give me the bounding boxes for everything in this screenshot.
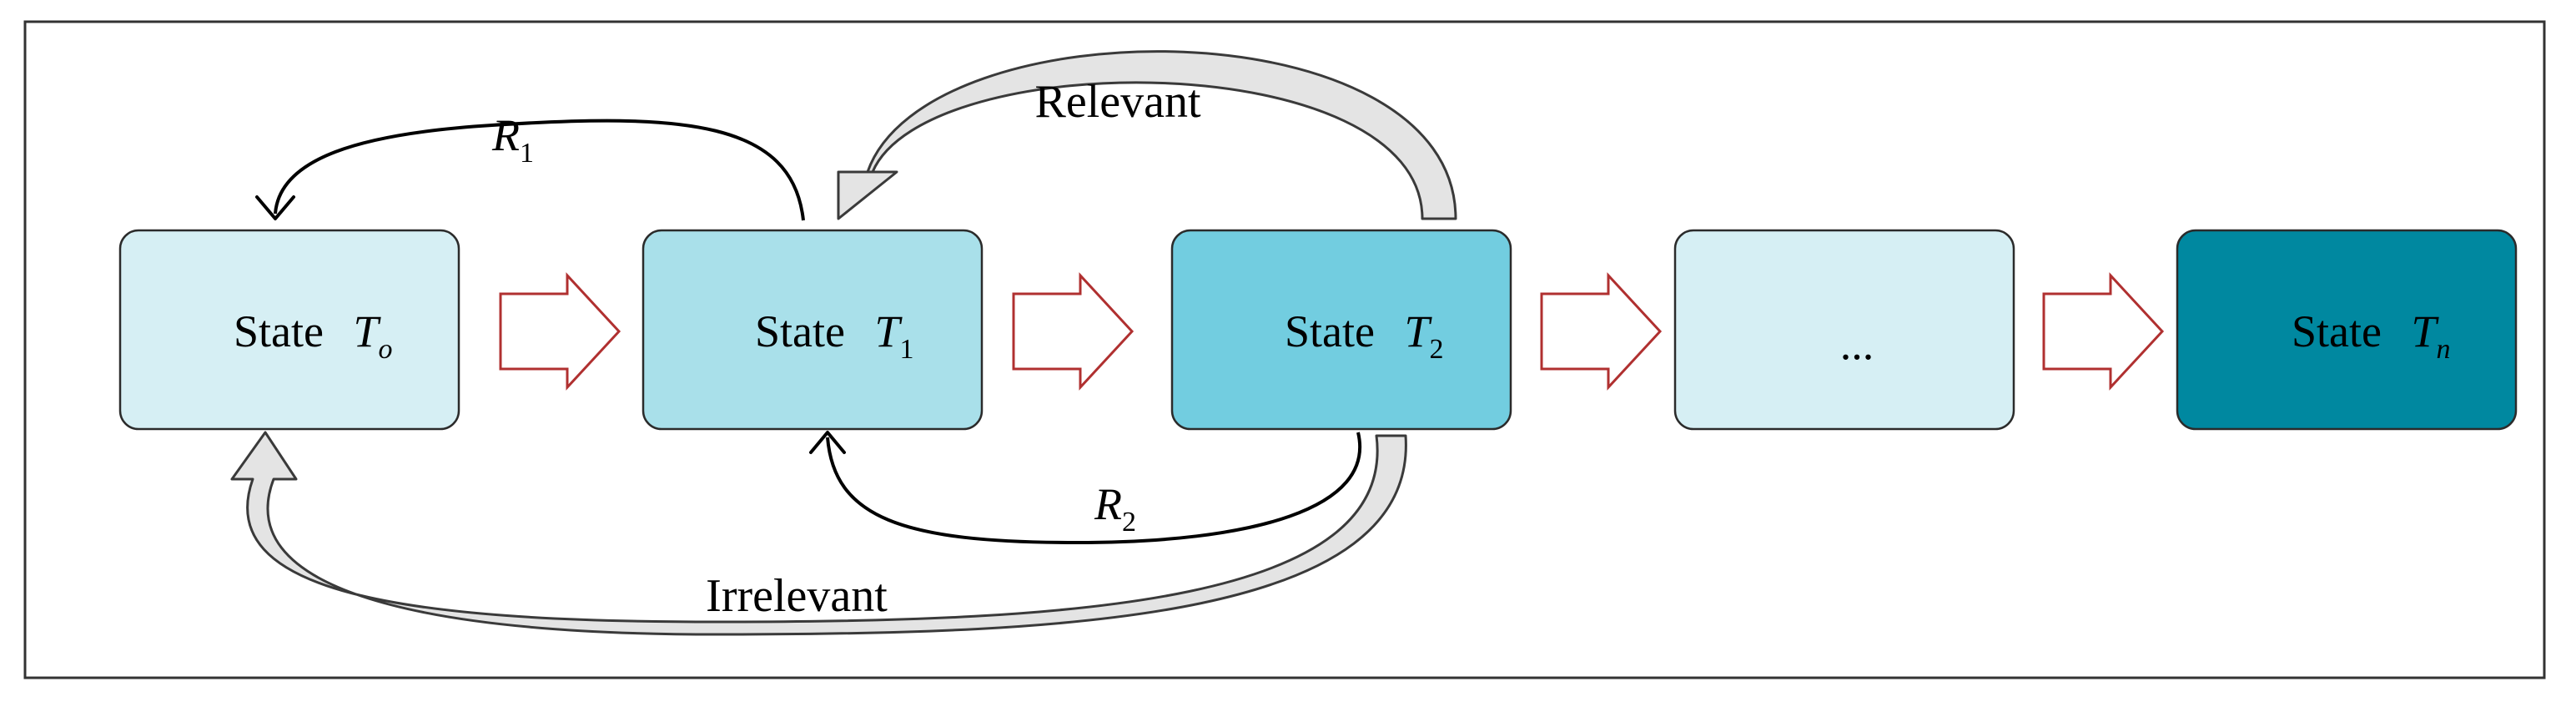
state-tn-label: State Tn bbox=[2292, 306, 2451, 365]
forward-arrow-t0-t1 bbox=[499, 272, 621, 391]
state-t1-label: State T1 bbox=[755, 306, 914, 365]
state-box-ellipsis: ... bbox=[1673, 229, 2015, 431]
state-t1-fill bbox=[641, 229, 984, 431]
state-box-t0: State To bbox=[118, 229, 460, 431]
r1-label: R1 bbox=[491, 110, 534, 169]
state-ellipsis-fill bbox=[1673, 229, 2015, 431]
forward-arrow-t2-ellipsis bbox=[1540, 272, 1663, 391]
state-t0-fill bbox=[118, 229, 460, 431]
state-box-t1: State T1 bbox=[641, 229, 984, 431]
r1-arrowhead bbox=[255, 195, 295, 220]
state-box-tn: State Tn bbox=[2176, 229, 2518, 431]
diagram-frame bbox=[23, 20, 2546, 679]
state-t0-label: State To bbox=[234, 306, 393, 365]
irrelevant-feedback-arrow bbox=[230, 431, 1407, 636]
relevant-label: Relevant bbox=[1034, 76, 1200, 128]
r2-feedback-arrow bbox=[826, 432, 1361, 545]
state-box-t2: State T2 bbox=[1170, 229, 1512, 431]
irrelevant-label: Irrelevant bbox=[706, 570, 888, 622]
relevant-feedback-arrow bbox=[837, 50, 1457, 220]
state-ellipsis-label: ... bbox=[1840, 319, 1874, 369]
forward-arrow-t1-t2 bbox=[1012, 272, 1135, 391]
r2-label: R2 bbox=[1094, 479, 1136, 538]
state-t2-label: State T2 bbox=[1285, 306, 1444, 365]
r2-arrowhead bbox=[809, 431, 846, 454]
state-t2-fill bbox=[1170, 229, 1512, 431]
r1-feedback-arrow bbox=[274, 119, 805, 221]
forward-arrow-ellipsis-tn bbox=[2042, 272, 2165, 391]
state-tn-fill bbox=[2176, 229, 2518, 431]
